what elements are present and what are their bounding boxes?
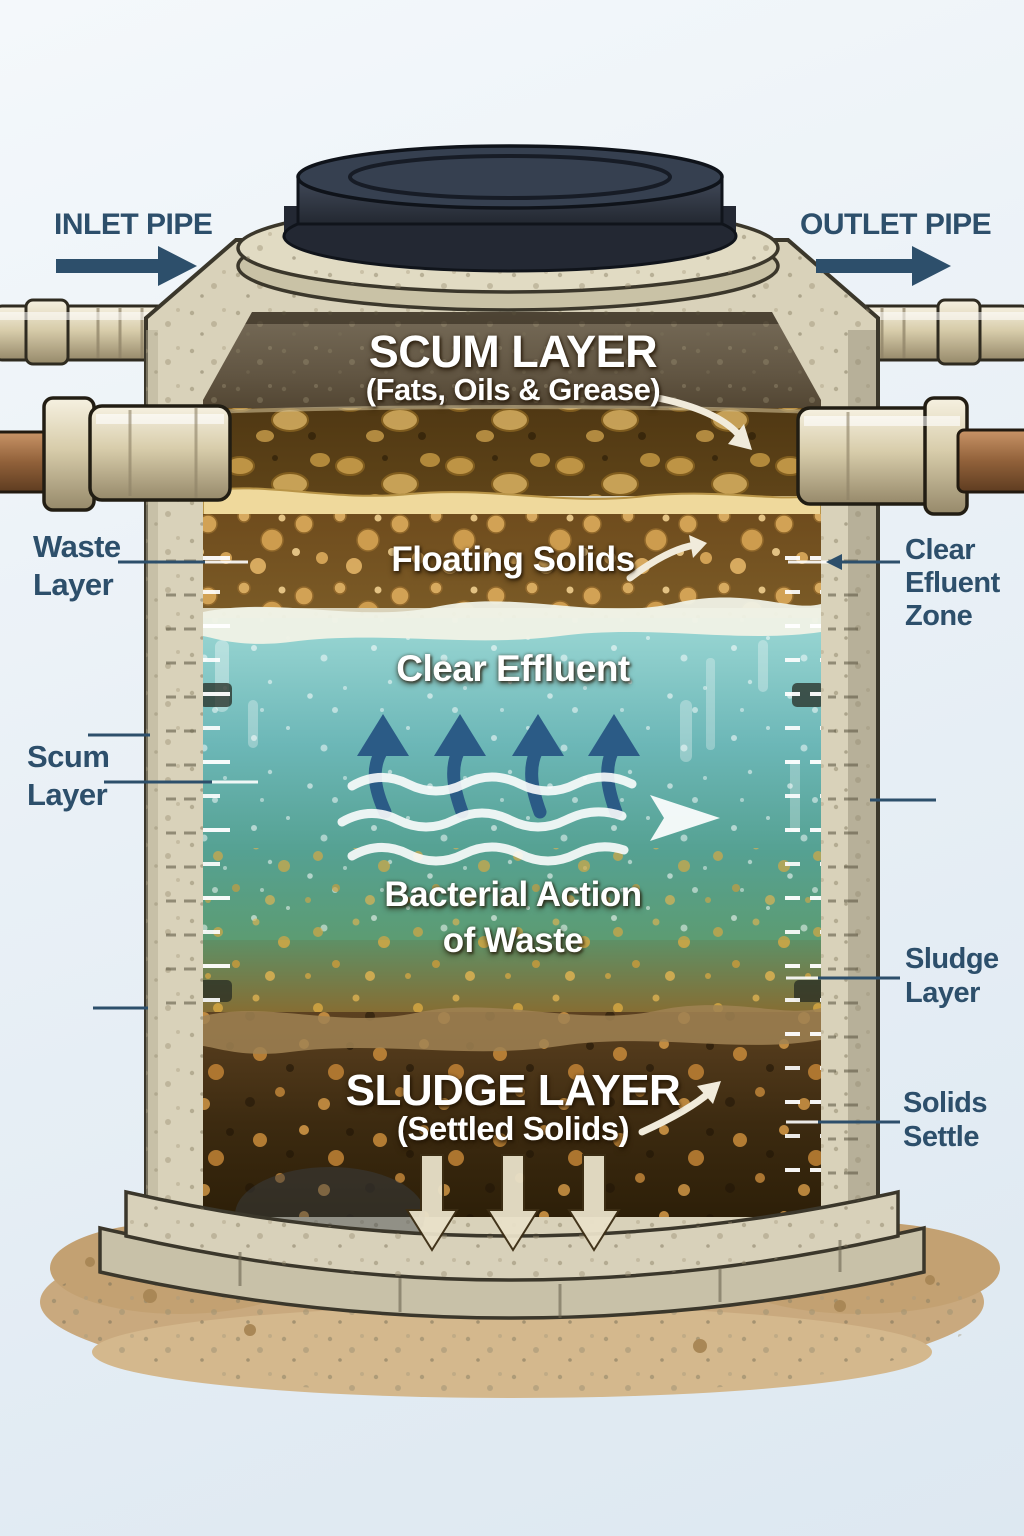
settle-arrows-icon xyxy=(405,1154,621,1252)
inlet-pipe-label: INLET PIPE xyxy=(54,208,213,241)
annotation-arrows xyxy=(626,394,752,1136)
flow-wave-arrowhead-icon xyxy=(650,795,720,841)
outlet-pipe-label: OUTLET PIPE xyxy=(800,208,992,241)
tank-interior xyxy=(203,312,821,1237)
sludge-layer-subtitle: (Settled Solids) xyxy=(396,1110,630,1147)
waste-layer-side-label: Waste Layer xyxy=(33,529,121,602)
inlet-pipe-main xyxy=(0,396,232,512)
floating-solids-label: Floating Solids xyxy=(391,540,635,579)
leader-lines xyxy=(88,554,936,1124)
scum-layer-subtitle: (Fats, Oils & Grease) xyxy=(365,372,661,407)
outlet-arrow-icon xyxy=(816,246,951,286)
inlet-arrow-icon xyxy=(56,246,197,286)
floating-pointer-icon xyxy=(626,542,694,582)
outlet-pipe-main xyxy=(796,396,1024,516)
bacterial-action-label: Bacterial Action of Waste xyxy=(384,875,642,960)
flow-waves-icon xyxy=(337,772,637,866)
clear-effluent-label: Clear Effluent xyxy=(396,648,630,689)
clear-efluent-zone-label: Clear Efluent Zone xyxy=(905,534,1000,632)
scum-layer-title: SCUM LAYER xyxy=(368,326,658,377)
solids-settle-label: Solids Settle xyxy=(903,1087,988,1153)
sludge-layer-side-label: Sludge Layer xyxy=(905,943,999,1009)
tank-lid xyxy=(236,144,780,312)
scum-pointer-icon xyxy=(654,394,742,438)
scum-layer-side-label: Scum Layer xyxy=(27,739,110,812)
sludge-layer-title: SLUDGE LAYER xyxy=(345,1066,681,1115)
leader-arrowhead-icon xyxy=(826,554,842,570)
